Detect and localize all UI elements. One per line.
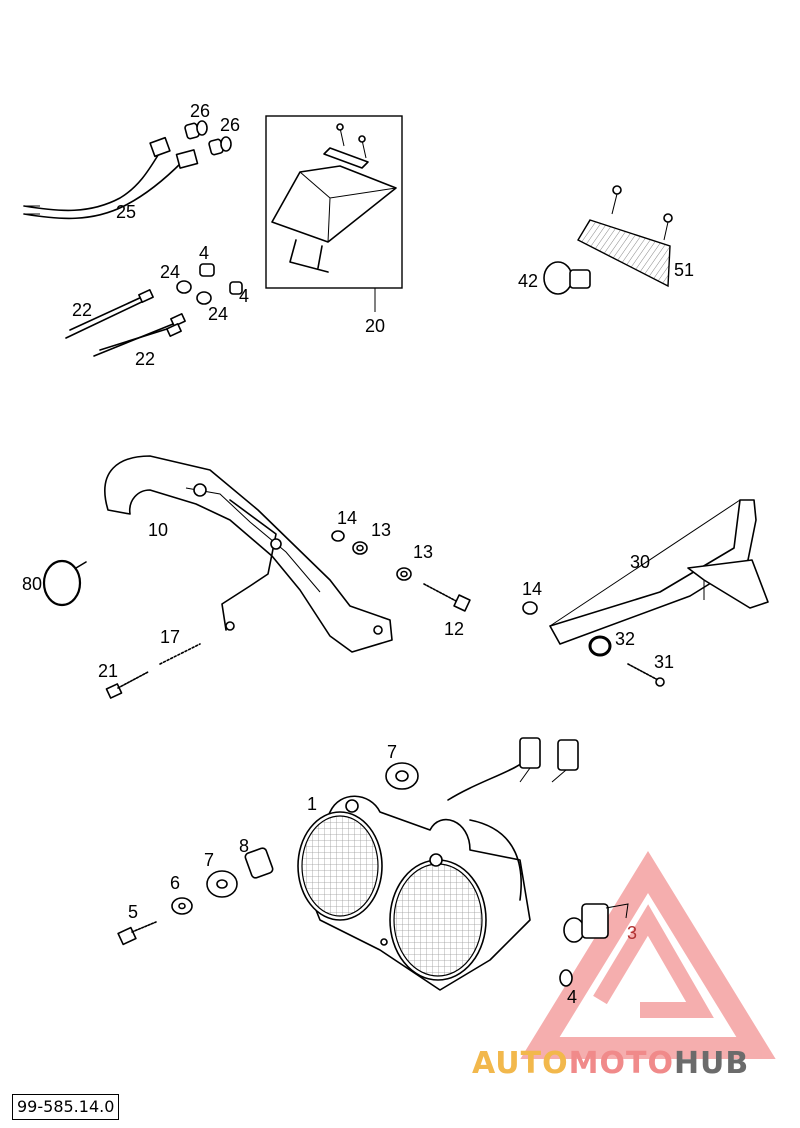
callout-24-lower: 24 [208, 304, 228, 324]
callout-22-lower: 22 [135, 349, 155, 369]
callout-12: 12 [444, 619, 464, 639]
callout-42: 42 [518, 271, 538, 291]
callout-17: 17 [160, 627, 180, 647]
callout-31: 31 [654, 652, 674, 672]
nut-14-left [331, 530, 345, 542]
callout-26-upper: 26 [190, 101, 210, 121]
wire-22-upper [65, 289, 154, 339]
wiring-harness-25 [23, 136, 199, 220]
callout-14-left: 14 [337, 508, 357, 528]
grommet-7-side [206, 870, 238, 898]
callout-4-right: 4 [239, 286, 249, 306]
callout-8: 8 [239, 836, 249, 856]
callout-13-lower: 13 [413, 542, 433, 562]
callout-4-bottom: 4 [567, 987, 577, 1007]
screw-31 [627, 663, 665, 687]
callout-4-upper: 4 [199, 243, 209, 263]
callout-32: 32 [615, 629, 635, 649]
washer-13-lower [396, 567, 412, 581]
wire-22-lower [93, 313, 186, 357]
bolt-21 [105, 671, 149, 699]
bolt-5 [117, 921, 157, 946]
reflector-51 [577, 185, 673, 288]
callout-20: 20 [365, 316, 385, 336]
callout-25: 25 [116, 202, 136, 222]
bulb-26-upper [184, 120, 208, 140]
callout-3: 3 [627, 923, 637, 943]
frame-section-30 [549, 499, 769, 645]
tail-light-assembly-20-box [265, 115, 403, 312]
callout-51: 51 [674, 260, 694, 280]
spring-17 [159, 643, 201, 665]
callout-21: 21 [98, 661, 118, 681]
bulb-socket-set-4-24 [176, 263, 243, 305]
nut-14-right [522, 601, 538, 615]
callout-30: 30 [630, 552, 650, 572]
callout-80: 80 [22, 574, 42, 594]
callout-5: 5 [128, 902, 138, 922]
bulb-42 [543, 261, 591, 295]
callout-1: 1 [307, 794, 317, 814]
headlight-bulb-3 [563, 903, 629, 943]
washer-13-upper [352, 541, 368, 555]
brand-part-auto: AUTO [472, 1046, 569, 1081]
brand-part-moto: MOTO [568, 1046, 674, 1081]
document-reference: 99-585.14.0 [12, 1094, 120, 1120]
bulb-26-lower [208, 136, 232, 156]
headlight-bracket-10 [104, 455, 393, 653]
washer-6 [171, 897, 193, 915]
grommet-32 [588, 635, 612, 657]
callout-10: 10 [148, 520, 168, 540]
parking-bulb-4 [559, 969, 573, 987]
callout-22-upper: 22 [72, 300, 92, 320]
callout-7-side: 7 [204, 850, 214, 870]
callout-7-top: 7 [387, 742, 397, 762]
hose-clamp-80 [42, 559, 87, 607]
headlight-1 [297, 737, 579, 991]
grommet-7-top [385, 762, 419, 790]
callout-6: 6 [170, 873, 180, 893]
bolt-12 [423, 583, 471, 612]
watermark-brand-text: AUTOMOTOHUB [472, 1046, 749, 1081]
sleeve-8 [244, 847, 274, 879]
callout-13-upper: 13 [371, 520, 391, 540]
watermark-triangle-logo [520, 850, 776, 1059]
callout-14-right: 14 [522, 579, 542, 599]
callout-26-lower: 26 [220, 115, 240, 135]
callout-24-left: 24 [160, 262, 180, 282]
brand-part-hub: HUB [673, 1046, 750, 1081]
